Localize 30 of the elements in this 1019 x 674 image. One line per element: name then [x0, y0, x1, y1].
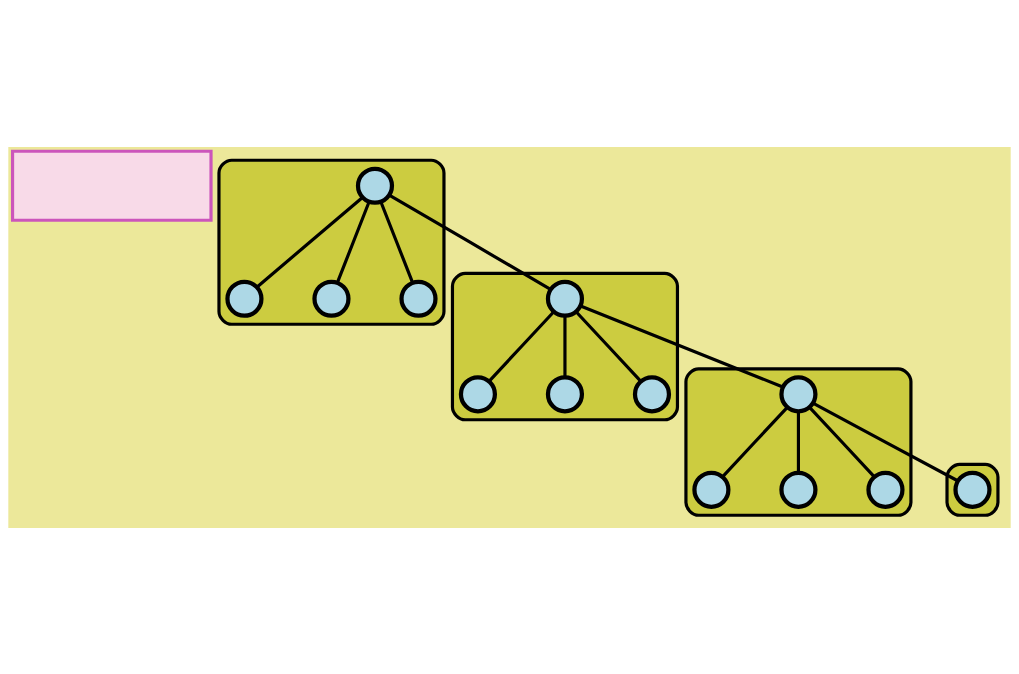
node-box — [10, 149, 213, 222]
node-circle — [545, 374, 585, 413]
connector — [563, 315, 567, 377]
cluster — [684, 366, 913, 517]
node-circle — [632, 374, 672, 413]
cluster — [450, 271, 680, 421]
connector — [808, 405, 876, 478]
connector — [256, 195, 364, 288]
node-circle — [225, 279, 264, 318]
connector — [812, 401, 959, 482]
node-circle — [399, 279, 438, 318]
node-circle — [545, 279, 585, 318]
node-circle — [953, 470, 992, 509]
connector — [379, 200, 415, 283]
connector — [796, 411, 800, 473]
cluster — [217, 158, 446, 326]
node-circle — [692, 470, 731, 509]
connector — [575, 310, 643, 382]
node-circle — [355, 166, 395, 205]
connector — [388, 193, 552, 291]
node-circle — [779, 470, 818, 509]
node-circle — [779, 374, 818, 413]
cluster — [945, 462, 1000, 517]
connector — [335, 200, 371, 283]
node-circle — [312, 279, 351, 318]
node-circle — [866, 470, 905, 509]
node-circle — [458, 374, 498, 413]
connector — [580, 304, 784, 388]
connector — [721, 405, 789, 478]
connector — [487, 310, 555, 382]
